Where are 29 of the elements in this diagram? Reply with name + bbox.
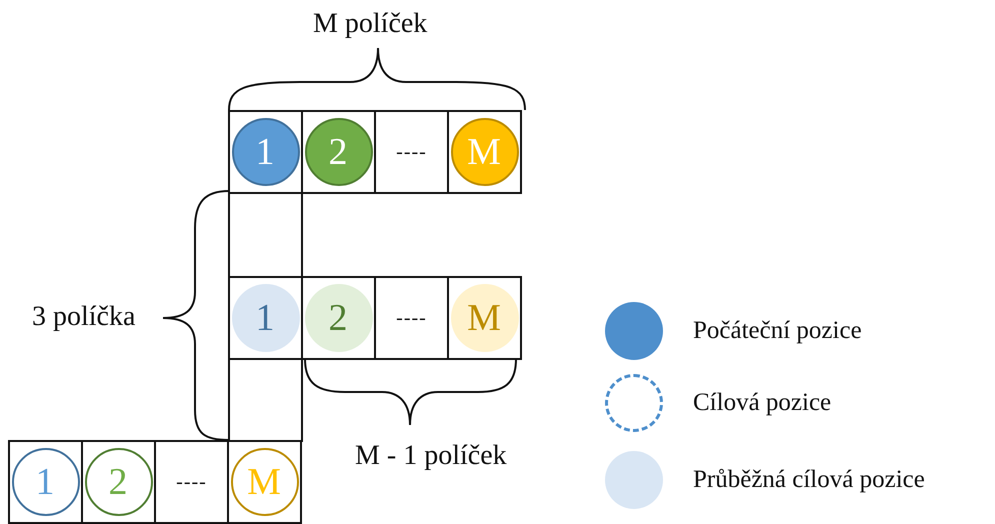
grid-cell xyxy=(228,276,303,360)
grid-cell: ---- xyxy=(374,110,449,194)
legend-label: Počáteční pozice xyxy=(693,317,862,345)
grid-cell xyxy=(227,440,302,524)
grid-cell xyxy=(228,358,303,442)
numbered-circle: 2 xyxy=(84,448,152,516)
grid-cell xyxy=(8,440,83,524)
grid-cell: ---- xyxy=(374,276,449,360)
grid-cell xyxy=(301,110,376,194)
grid-cell xyxy=(447,110,522,194)
numbered-circle: M xyxy=(450,118,518,186)
numbered-circle: 1 xyxy=(12,448,80,516)
numbered-circle: 2 xyxy=(304,284,372,352)
grid-cell xyxy=(81,440,156,524)
numbered-circle: 1 xyxy=(232,118,300,186)
grid-cell xyxy=(301,276,376,360)
brace-label: M políček xyxy=(313,10,428,38)
grid-cell xyxy=(228,110,303,194)
numbered-circle: 1 xyxy=(232,284,300,352)
grid-cell xyxy=(447,276,522,360)
numbered-circle: M xyxy=(450,284,518,352)
brace-label: 3 políčka xyxy=(32,303,136,331)
grid-cell: ---- xyxy=(154,440,229,524)
grid-cell xyxy=(228,192,303,278)
legend-label: Cílová pozice xyxy=(693,389,832,417)
brace-label: M - 1 políček xyxy=(355,442,507,470)
legend-label: Průběžná cílová pozice xyxy=(693,466,925,494)
numbered-circle: M xyxy=(230,448,298,516)
numbered-circle: 2 xyxy=(304,118,372,186)
